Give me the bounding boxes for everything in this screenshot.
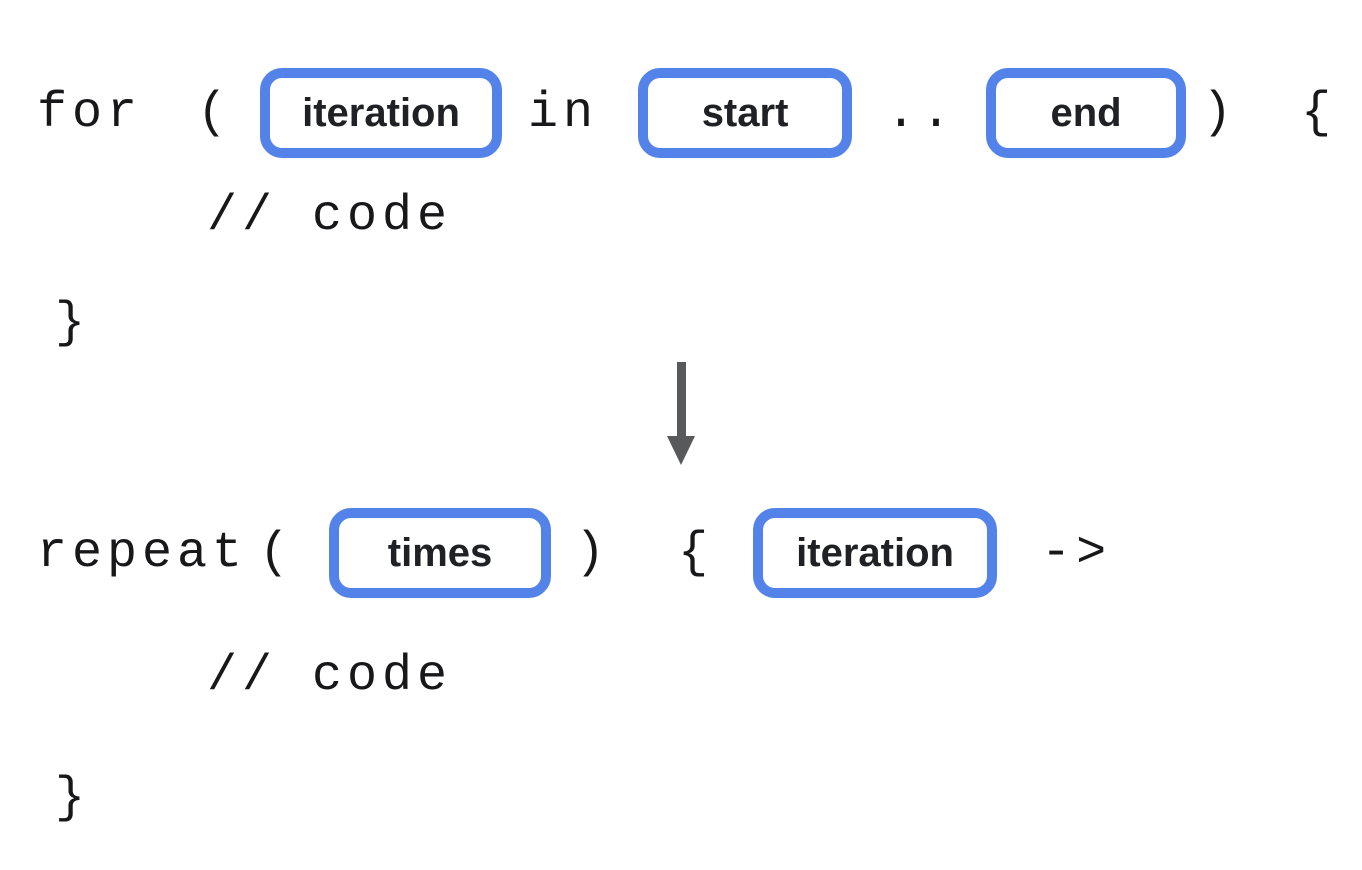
range-operator: .. [886, 84, 957, 142]
for-close-brace: } [55, 295, 91, 352]
times-param-chip: times [329, 508, 552, 598]
repeat-keyword: repeat [37, 524, 248, 582]
for-keyword: for [37, 84, 143, 142]
repeat-open-paren: ( [259, 524, 295, 582]
times-param-label: times [387, 530, 493, 575]
lambda-arrow-operator: -> [1041, 524, 1112, 582]
repeat-body-comment: // code [207, 648, 453, 705]
repeat-close-paren: ) [575, 524, 611, 582]
down-arrow-stem [676, 362, 686, 436]
iteration-param-chip: iteration [260, 68, 503, 158]
repeat-open-brace: { [678, 524, 714, 582]
repeat-close-brace: } [55, 770, 91, 827]
end-param-chip: end [986, 68, 1187, 158]
for-open-paren: ( [197, 84, 233, 142]
for-close-paren: ) [1202, 84, 1238, 142]
for-loop-header-line: for ( iteration in start .. end ) { [37, 67, 1336, 159]
down-arrow-head [667, 436, 695, 465]
down-arrow-icon [667, 362, 695, 465]
iteration-param-label: iteration [302, 90, 460, 135]
for-body-comment: // code [207, 188, 453, 245]
start-param-chip: start [638, 68, 853, 158]
iteration-lambda-param-chip: iteration [753, 508, 998, 598]
for-open-brace: { [1301, 84, 1337, 142]
start-param-label: start [701, 90, 789, 135]
repeat-header-line: repeat ( times ) { iteration -> [37, 507, 1111, 599]
in-keyword: in [528, 84, 599, 142]
iteration-lambda-param-label: iteration [796, 530, 954, 575]
end-param-label: end [1050, 90, 1122, 135]
